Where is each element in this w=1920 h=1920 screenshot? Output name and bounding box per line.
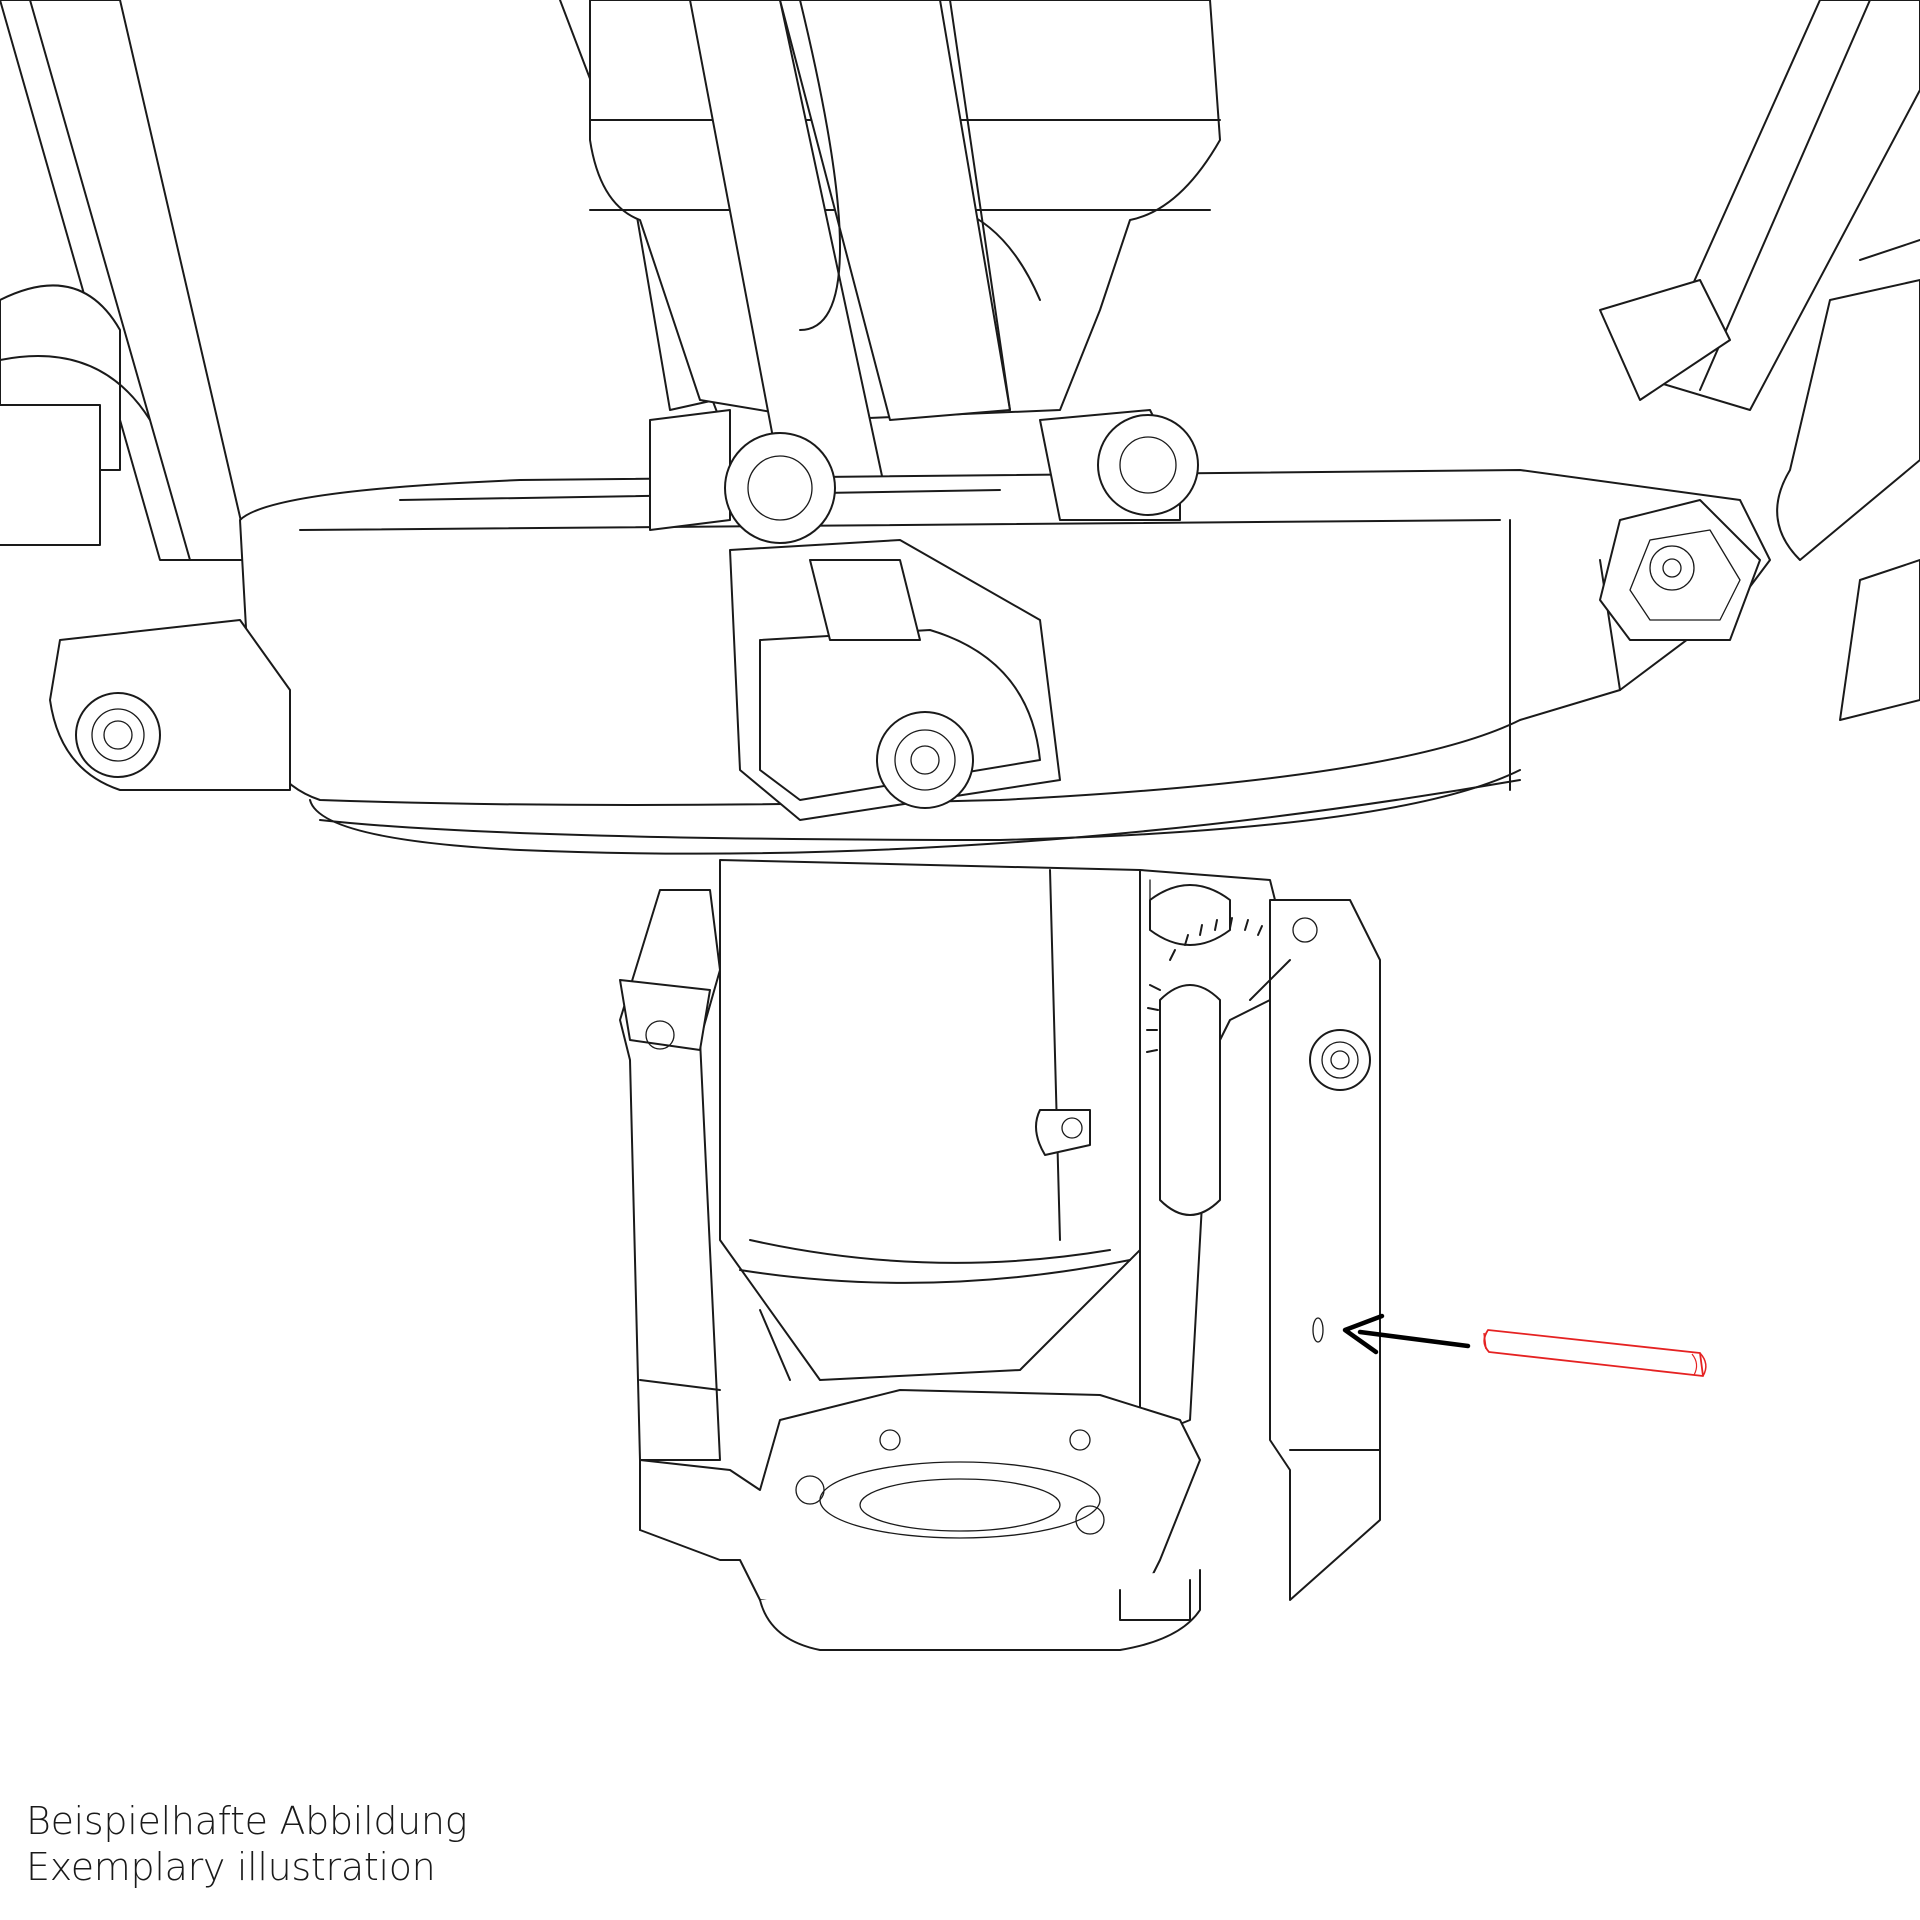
caption-line-english: Exemplary illustration [26,1845,436,1889]
base-plate [639,1389,1201,1651]
caption-line-german: Beispielhafte Abbildung [26,1799,468,1843]
upper-arm-right [1599,0,1920,721]
caption-block: Beispielhafte Abbildung Exemplary illust… [26,1798,468,1890]
left-clevis [49,619,291,791]
left-bracket [619,889,791,1461]
upper-arm-left [0,0,251,561]
center-column [719,859,1151,1381]
center-clevis [649,409,1199,821]
gear-teeth [1146,917,1263,1053]
cylindrical-pin-icon [1483,1329,1707,1377]
right-clevis [1599,499,1761,641]
right-bracket [1139,869,1381,1601]
upper-arm-center [589,0,1221,581]
insertion-arrow [1342,1313,1471,1355]
